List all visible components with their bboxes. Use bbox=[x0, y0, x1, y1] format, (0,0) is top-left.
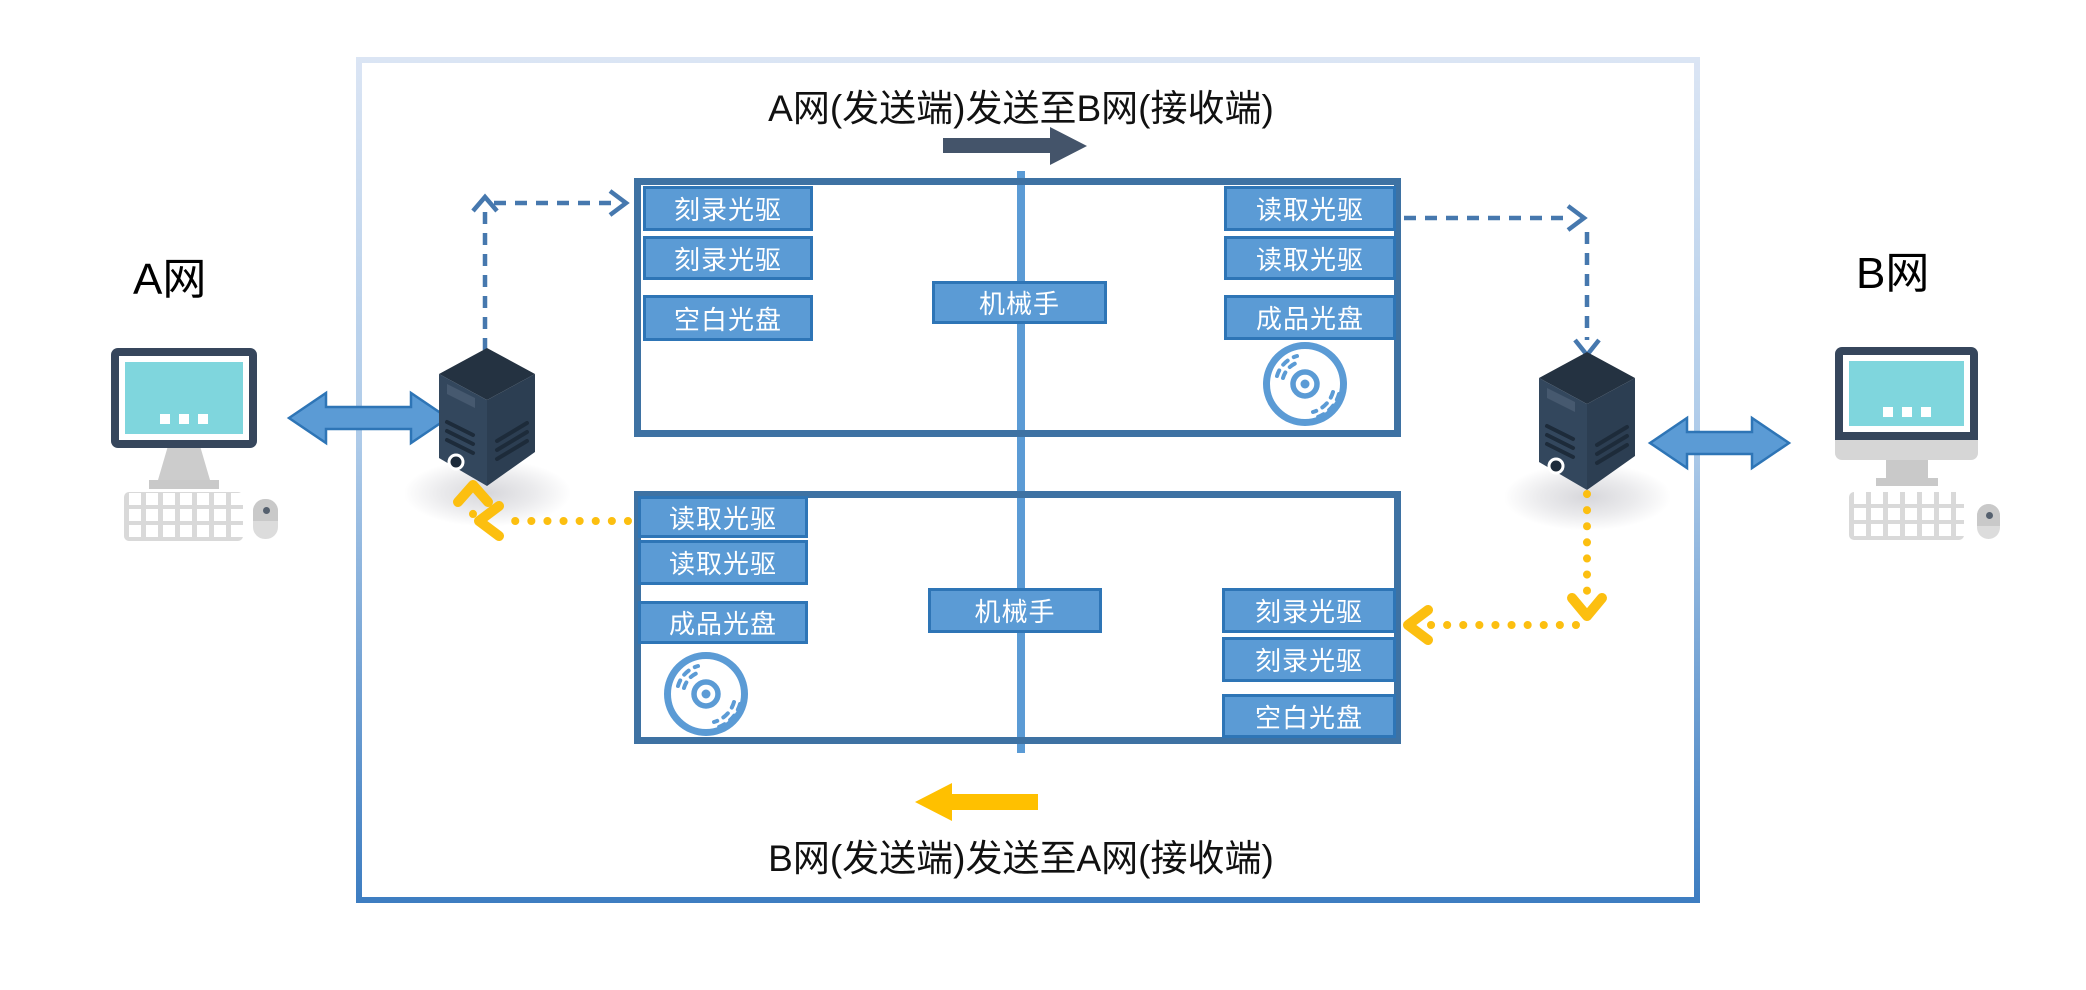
top-reader-slot-2: 读取光驱 bbox=[1224, 236, 1396, 280]
monitor-base bbox=[1876, 478, 1938, 486]
bottom-reader-slot-2: 读取光驱 bbox=[638, 540, 808, 585]
top-robot-arm-box: 机械手 bbox=[932, 281, 1107, 324]
bottom-flow-title: B网(发送端)发送至A网(接收端) bbox=[768, 838, 1274, 879]
top-finished-disc-slot: 成品光盘 bbox=[1224, 295, 1396, 340]
bottom-reader-slot-1: 读取光驱 bbox=[638, 496, 808, 538]
network-b-label: B网 bbox=[1856, 249, 1930, 298]
top-blank-disc-slot: 空白光盘 bbox=[643, 295, 813, 341]
bottom-blank-disc-slot: 空白光盘 bbox=[1222, 694, 1396, 738]
network-a-label: A网 bbox=[133, 255, 207, 304]
bottom-writer-slot-2: 刻录光驱 bbox=[1222, 637, 1396, 682]
monitor-stand bbox=[158, 448, 210, 480]
bottom-finished-disc-slot: 成品光盘 bbox=[638, 601, 808, 644]
desktop-computer-icon bbox=[111, 348, 257, 448]
top-reader-slot-1: 读取光驱 bbox=[1224, 186, 1396, 231]
top-writer-slot-2: 刻录光驱 bbox=[643, 236, 813, 280]
keyboard-icon bbox=[1849, 492, 1964, 540]
bottom-station-border bbox=[634, 491, 1401, 744]
monitor-screen bbox=[125, 362, 243, 434]
top-writer-slot-1: 刻录光驱 bbox=[643, 186, 813, 231]
bottom-writer-slot-1: 刻录光驱 bbox=[1222, 588, 1396, 633]
monitor-base bbox=[149, 480, 219, 489]
mouse-icon bbox=[253, 499, 278, 539]
desktop-computer-icon bbox=[1835, 347, 1978, 440]
screen-dots bbox=[1849, 406, 1964, 417]
monitor-screen bbox=[1849, 361, 1964, 426]
top-flow-title: A网(发送端)发送至B网(接收端) bbox=[768, 88, 1274, 129]
top-station-border bbox=[634, 178, 1401, 437]
mouse-icon bbox=[1977, 504, 2000, 539]
screen-dots bbox=[125, 413, 243, 424]
server-shadow bbox=[405, 460, 570, 526]
monitor-stand bbox=[1886, 460, 1928, 478]
keyboard-icon bbox=[124, 492, 243, 541]
station-divider-line bbox=[1017, 171, 1025, 753]
server-shadow bbox=[1505, 464, 1670, 530]
bottom-robot-arm-box: 机械手 bbox=[928, 588, 1102, 633]
monitor-chin bbox=[1835, 440, 1978, 460]
